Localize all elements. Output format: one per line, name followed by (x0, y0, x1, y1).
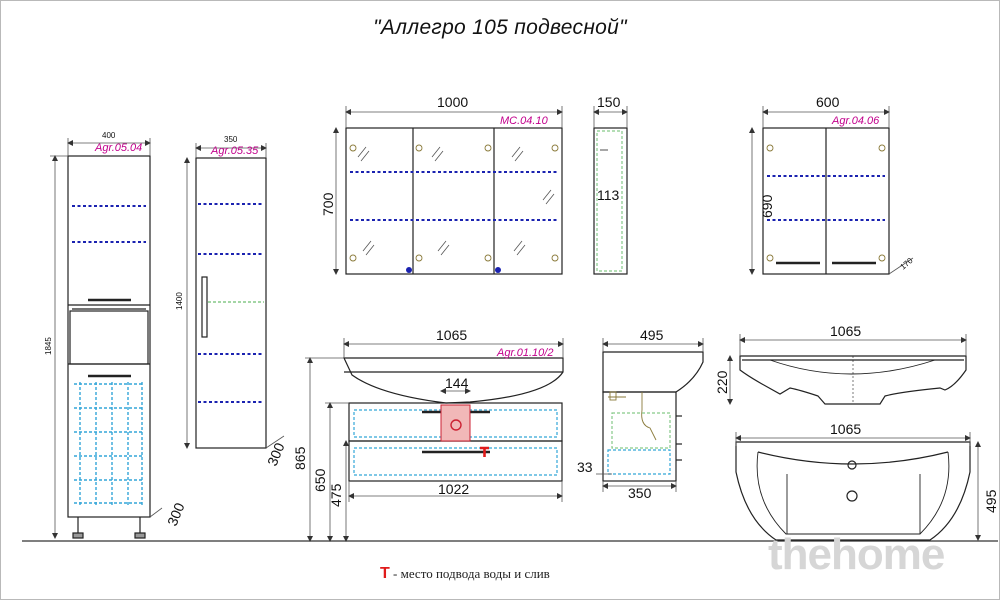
vanity-side-drawing (602, 351, 704, 482)
tall-cabinet-width: 350 (224, 135, 238, 144)
mirror-inner-depth: 113 (597, 187, 620, 203)
mirror-side-dimensions (593, 106, 628, 128)
vanity-side-depth: 495 (640, 327, 664, 343)
column-cabinet-code: Agr.05.04 (94, 142, 142, 154)
wall-cabinet-code: Agr.04.06 (831, 115, 880, 127)
mirror-cabinet-depth: 150 (597, 94, 621, 110)
tall-cabinet-code: Agr.05.35 (210, 145, 259, 157)
basin-top-dimensions (735, 432, 981, 541)
vanity-side-base-depth: 350 (628, 485, 652, 501)
vanity-height-top: 865 (292, 446, 308, 470)
wall-cabinet-dimensions (749, 106, 914, 275)
column-cabinet-depth: 300 (164, 500, 188, 528)
column-cabinet-height: 1845 (44, 337, 53, 355)
vanity-front-drawing (343, 357, 564, 482)
tall-cabinet-drawing (195, 157, 267, 449)
hookup-legend-text: - место подвода воды и слив (389, 566, 550, 581)
basin-front-width: 1065 (830, 323, 861, 339)
basin-front-height: 220 (714, 370, 730, 394)
basin-top-drawing (735, 441, 971, 541)
vanity-side-dimensions (596, 338, 704, 492)
tall-cabinet-height: 1400 (175, 292, 184, 310)
hookup-legend: T - место подвода воды и слив (380, 565, 550, 583)
tall-cabinet-depth: 300 (264, 440, 288, 468)
mirror-cabinet-dimensions (333, 106, 563, 275)
vanity-front-dimensions (305, 338, 564, 542)
mirror-cabinet-code: MC.04.10 (500, 115, 549, 127)
hookup-symbol: T (380, 565, 390, 582)
vanity-code: Agr.01.10/2 (496, 347, 553, 359)
mirror-cabinet-drawing (345, 127, 563, 275)
mirror-cabinet-height: 700 (320, 192, 336, 216)
vanity-height-low: 475 (328, 483, 344, 507)
drawing-title: "Аллегро 105 подвесной" (373, 16, 627, 39)
tall-cabinet-dimensions (184, 143, 285, 449)
vanity-side-gap: 33 (577, 459, 593, 475)
vanity-height-mid: 650 (312, 468, 328, 492)
wall-cabinet-width: 600 (816, 94, 840, 110)
column-cabinet-dimensions (50, 138, 163, 539)
basin-top-width: 1065 (830, 421, 861, 437)
wall-cabinet-drawing (762, 127, 890, 275)
vanity-width: 1065 (436, 327, 467, 343)
basin-front-dimensions (727, 334, 967, 405)
mirror-cabinet-width: 1000 (437, 94, 468, 110)
watermark-logo: thehome (768, 530, 945, 579)
column-cabinet-drawing (67, 155, 151, 539)
vanity-body-width: 1022 (438, 481, 469, 497)
basin-top-depth: 495 (983, 489, 999, 513)
wall-cabinet-height: 690 (759, 194, 775, 218)
mirror-side-drawing (593, 127, 628, 275)
column-cabinet-width: 400 (102, 131, 116, 140)
basin-front-drawing (739, 355, 967, 405)
vanity-hookup-offset: 144 (445, 375, 469, 391)
